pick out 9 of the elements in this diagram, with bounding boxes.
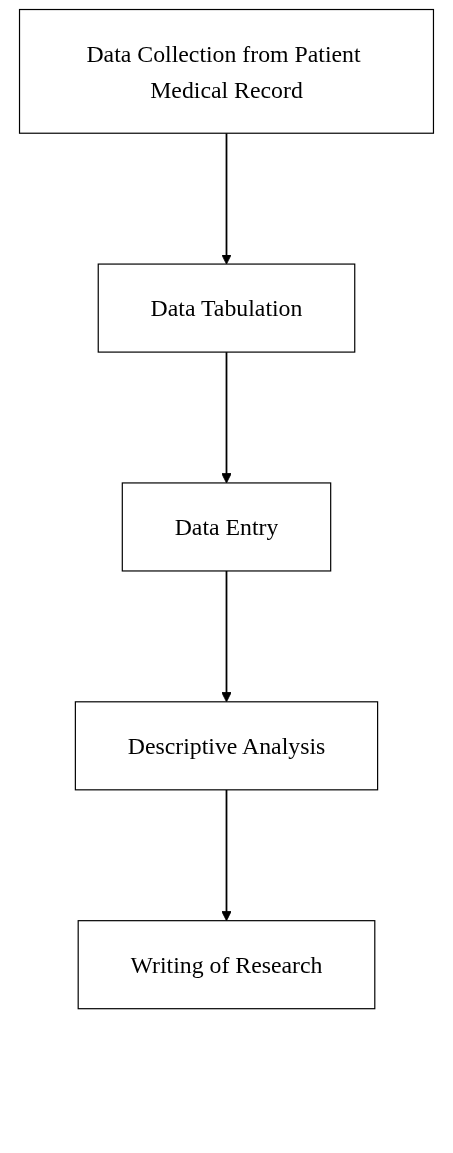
node-box: Writing of Research xyxy=(77,920,376,1010)
arrow xyxy=(221,788,232,922)
arrow xyxy=(221,132,232,265)
node-box: Descriptive Analysis xyxy=(74,701,379,791)
arrow xyxy=(221,570,232,703)
node-box: Data Collection from Patient Medical Record xyxy=(18,8,435,134)
node-box: Data Tabulation xyxy=(97,263,356,353)
node-box: Data Entry xyxy=(121,482,332,572)
arrow xyxy=(221,351,232,484)
